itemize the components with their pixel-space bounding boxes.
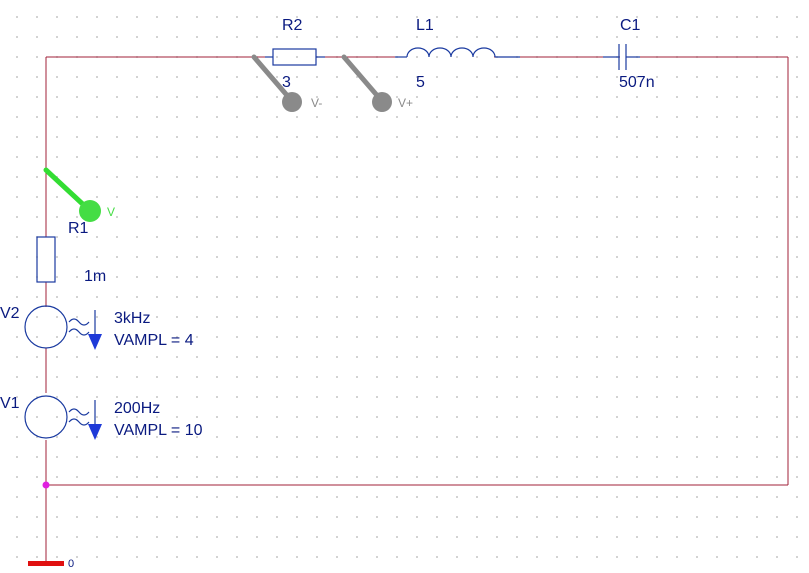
probe-v-plus[interactable]: [341, 54, 392, 112]
r1-ref-label: R1: [68, 220, 89, 237]
c1-value-label: 507n: [619, 74, 655, 91]
probe-v-minus-head-icon: [282, 92, 302, 112]
l1-value-label: 5: [416, 74, 425, 91]
probe-v-minus-label: V-: [311, 96, 322, 110]
probe-v-plus-head-icon: [372, 92, 392, 112]
junction-dot: [42, 481, 50, 489]
r2-value-label: 3: [282, 74, 291, 91]
ground-symbol[interactable]: [28, 561, 64, 566]
probe-v-minus-tip: [251, 54, 294, 103]
c1-ref-label: C1: [620, 17, 641, 34]
probe-v-head-icon: [79, 200, 101, 222]
ground-node-label: 0: [68, 558, 74, 570]
v1-arrow-head-icon: [88, 424, 102, 440]
r2-ref-label: R2: [282, 17, 303, 34]
v1-sine-icon-2: [68, 418, 90, 426]
v1-freq-label: 200Hz: [114, 400, 160, 417]
v2-circle: [24, 305, 68, 349]
inductor-l1[interactable]: [395, 47, 520, 58]
l1-ref-label: L1: [416, 17, 434, 34]
v2-arrow-head-icon: [88, 334, 102, 350]
v1-sine-icon: [68, 408, 90, 416]
probe-v-tip: [43, 167, 91, 212]
source-v1[interactable]: [24, 395, 102, 440]
v1-ref-label: V1: [0, 395, 20, 412]
probe-v[interactable]: [43, 167, 101, 222]
v2-ref-label: V2: [0, 305, 20, 322]
probe-v-label: V: [107, 205, 115, 219]
v2-freq-label: 3kHz: [114, 310, 150, 327]
capacitor-c1[interactable]: [603, 44, 640, 70]
source-v2[interactable]: [24, 305, 102, 350]
v1-circle: [24, 395, 68, 439]
r1-value-label: 1m: [84, 268, 106, 285]
resistor-r1[interactable]: [36, 236, 56, 283]
r2-body: [272, 48, 317, 66]
v2-sine-icon: [68, 318, 90, 326]
probe-v-minus[interactable]: [251, 54, 302, 112]
r1-body: [36, 236, 56, 283]
v2-sine-icon-2: [68, 328, 90, 336]
probe-v-plus-tip: [341, 54, 384, 103]
wires: [45, 56, 789, 562]
l1-coil: [406, 47, 496, 58]
ground-bar: [28, 561, 64, 566]
probe-v-plus-label: V+: [398, 96, 413, 110]
resistor-r2[interactable]: [265, 48, 325, 66]
v2-ampl-label: VAMPL = 4: [114, 332, 194, 349]
v1-ampl-label: VAMPL = 10: [114, 422, 203, 439]
